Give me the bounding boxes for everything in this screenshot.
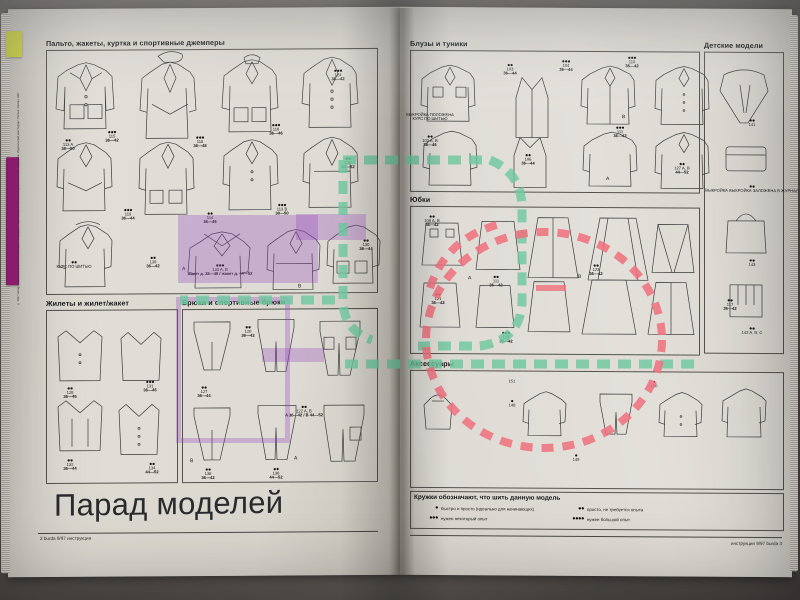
garment-line-drawings-left — [55, 51, 381, 462]
annotation-red-oval — [422, 220, 666, 452]
annotation-green-dashed — [180, 155, 700, 369]
right-page-content: Блузы и туники Детские модели Юбки Аксес… — [400, 7, 799, 577]
magazine-page-left: © 1997 Verlag Aenne Burda GmbH & Co. Все… — [1, 6, 400, 578]
garment-line-drawings-right — [419, 64, 769, 438]
left-page-content: Пальто, жакеты, куртка и спортивные джем… — [8, 7, 400, 577]
magazine-page-right: Блузы и туники Детские модели Юбки Аксес… — [400, 6, 799, 578]
